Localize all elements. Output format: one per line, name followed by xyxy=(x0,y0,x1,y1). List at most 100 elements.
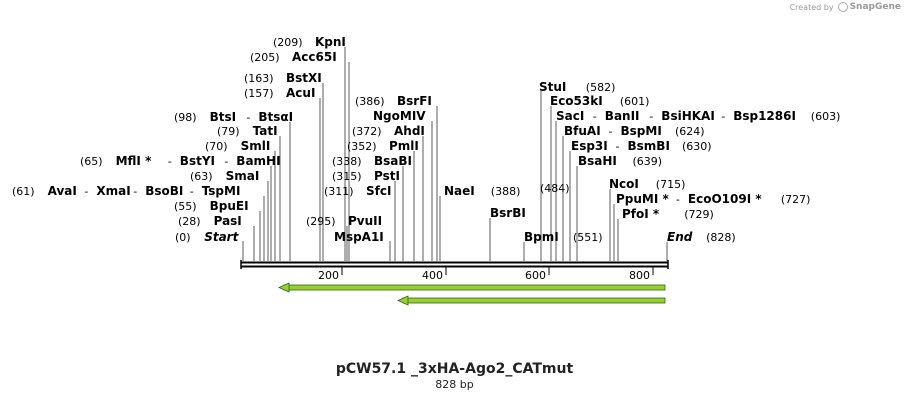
enzyme-name[interactable]: AvaI xyxy=(48,184,77,198)
site-position: (28) xyxy=(178,215,201,228)
site-position: (388) xyxy=(491,185,521,198)
site-position: (70) xyxy=(205,140,228,153)
enzyme-name[interactable]: BsoBI xyxy=(145,184,183,198)
enzyme-name[interactable]: SmaI xyxy=(226,169,260,183)
enzyme-name[interactable]: BspMI xyxy=(621,124,662,138)
site-position: (352) xyxy=(347,140,377,153)
enzyme-separator: - xyxy=(224,155,228,168)
site-position: (727) xyxy=(781,193,811,206)
enzyme-separator: - xyxy=(84,185,88,198)
enzyme-name[interactable]: End xyxy=(667,230,693,244)
site-position: (639) xyxy=(633,155,663,168)
site-position: (582) xyxy=(586,81,616,94)
site-position: (157) xyxy=(244,87,274,100)
feature-arrow-1[interactable] xyxy=(278,282,666,293)
enzyme-name[interactable]: BsaBI xyxy=(374,154,412,168)
enzyme-name[interactable]: AcuI xyxy=(286,86,315,100)
enzyme-name[interactable]: BsmBI xyxy=(628,139,670,153)
site-position: (372) xyxy=(352,125,382,138)
enzyme-name[interactable]: BsrFI xyxy=(397,94,432,108)
enzyme-separator: - xyxy=(168,155,172,168)
site-position: (551) xyxy=(573,231,603,244)
plasmid-title: pCW57.1 _3xHA-Ago2_CATmut xyxy=(335,361,574,377)
enzyme-name[interactable]: Acc65I xyxy=(292,50,337,64)
enzyme-name[interactable]: PvuII xyxy=(348,214,382,228)
enzyme-name[interactable]: BsaHI xyxy=(578,154,617,168)
enzyme-name[interactable]: Start xyxy=(204,230,239,244)
enzyme-labels: (209)KpnI(205)Acc65I(163)BstXI(157)AcuI(… xyxy=(12,35,840,244)
tick-800: 800 xyxy=(629,266,654,282)
enzyme-name[interactable]: TatI xyxy=(253,124,278,138)
enzyme-name[interactable]: BanII xyxy=(605,109,640,123)
enzyme-name[interactable]: PpuMI * xyxy=(616,192,670,206)
enzyme-name[interactable]: EcoO109I * xyxy=(688,192,762,206)
enzyme-separator: - xyxy=(593,110,597,123)
site-position: (0) xyxy=(175,231,191,244)
site-position: (729) xyxy=(684,208,714,221)
enzyme-name[interactable]: NcoI xyxy=(609,177,639,191)
enzyme-separator: - xyxy=(190,185,194,198)
enzyme-name[interactable]: SacI xyxy=(556,109,584,123)
enzyme-name[interactable]: AhdI xyxy=(394,124,425,138)
site-position: (311) xyxy=(324,185,354,198)
enzyme-name[interactable]: BsrBI xyxy=(490,206,526,220)
enzyme-name[interactable]: BstYI xyxy=(180,154,215,168)
site-position: (63) xyxy=(190,170,213,183)
enzyme-name[interactable]: SmlI xyxy=(241,139,271,153)
feature-arrow-2[interactable] xyxy=(397,295,666,306)
enzyme-name[interactable]: BtsαI xyxy=(258,110,293,124)
site-position: (163) xyxy=(244,72,274,85)
site-position: (601) xyxy=(620,95,650,108)
enzyme-name[interactable]: BtsI xyxy=(210,110,237,124)
enzyme-separator: - xyxy=(246,111,250,124)
snapgene-logo-icon xyxy=(837,2,848,12)
site-position: (386) xyxy=(355,95,385,108)
enzyme-separator: - xyxy=(609,125,613,138)
enzyme-name[interactable]: BsiHKAI xyxy=(661,109,715,123)
enzyme-separator: - xyxy=(649,110,653,123)
enzyme-name[interactable]: Bsp1286I xyxy=(733,109,796,123)
tick-400: 400 xyxy=(422,266,447,282)
enzyme-name[interactable]: BpuEI xyxy=(210,199,249,213)
site-position: (624) xyxy=(675,125,705,138)
site-position: (65) xyxy=(80,155,103,168)
enzyme-name[interactable]: TspMI xyxy=(202,184,241,198)
tick-label: 400 xyxy=(422,269,443,282)
enzyme-name[interactable]: XmaI xyxy=(96,184,130,198)
enzyme-name[interactable]: BfuAI xyxy=(564,124,601,138)
site-position: (61) xyxy=(12,185,35,198)
enzyme-name[interactable]: KpnI xyxy=(315,35,346,49)
enzyme-separator: - xyxy=(721,110,725,123)
enzyme-name[interactable]: PmlI xyxy=(389,139,419,153)
enzyme-name[interactable]: Esp3I xyxy=(571,139,608,153)
enzyme-name[interactable]: BamHI xyxy=(236,154,280,168)
snapgene-credit: Created by SnapGene xyxy=(790,2,901,12)
enzyme-name[interactable]: PfoI * xyxy=(622,207,660,221)
site-position: (603) xyxy=(811,110,841,123)
site-position: (630) xyxy=(682,140,712,153)
enzyme-name[interactable]: MspA1I xyxy=(334,230,384,244)
enzyme-name[interactable]: MflI * xyxy=(116,154,152,168)
enzyme-name[interactable]: SfcI xyxy=(366,184,391,198)
enzyme-name[interactable]: PstI xyxy=(374,169,400,183)
site-position: (828) xyxy=(706,231,736,244)
credit-brand: SnapGene xyxy=(849,2,901,12)
enzyme-name[interactable]: StuI xyxy=(539,80,566,94)
tick-label: 800 xyxy=(629,269,650,282)
site-position: (79) xyxy=(217,125,240,138)
enzyme-separator: - xyxy=(133,185,137,198)
site-position: (98) xyxy=(174,111,197,124)
site-position: (484) xyxy=(540,182,570,195)
site-position: (315) xyxy=(332,170,362,183)
enzyme-name[interactable]: BpmI xyxy=(524,230,559,244)
enzyme-name[interactable]: BstXI xyxy=(286,71,322,85)
enzyme-name[interactable]: Eco53kI xyxy=(550,94,603,108)
site-position: (715) xyxy=(656,178,686,191)
enzyme-name[interactable]: NaeI xyxy=(444,184,475,198)
leader-lines xyxy=(242,47,668,261)
tick-200: 200 xyxy=(318,266,343,282)
enzyme-name[interactable]: NgoMIV xyxy=(373,109,426,123)
tick-label: 200 xyxy=(318,269,339,282)
enzyme-name[interactable]: PasI xyxy=(214,214,242,228)
site-position: (295) xyxy=(306,215,336,228)
